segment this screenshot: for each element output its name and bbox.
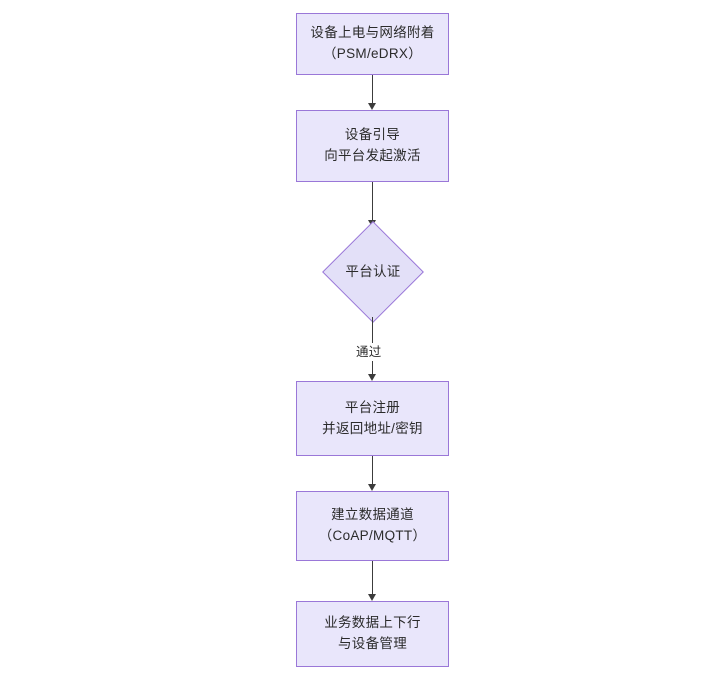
edge-channel-to-business-line: [372, 561, 373, 594]
edge-channel-to-business-arrow: [368, 594, 376, 601]
node-platform-auth-label: 平台认证: [345, 263, 401, 279]
edge-register-to-channel-arrow: [368, 484, 376, 491]
node-power-on[interactable]: 设备上电与网络附着 （PSM/eDRX）: [296, 13, 449, 75]
node-power-on-line2: （PSM/eDRX）: [322, 46, 423, 61]
edge-bootstrap-to-auth-line: [372, 182, 373, 220]
node-platform-register[interactable]: 平台注册 并返回地址/密钥: [296, 381, 449, 456]
node-bootstrap[interactable]: 设备引导 向平台发起激活: [296, 110, 449, 182]
edge-auth-to-register-arrow: [368, 374, 376, 381]
node-business-data-line2: 与设备管理: [338, 636, 407, 651]
node-platform-auth[interactable]: 平台认证: [322, 221, 424, 323]
node-platform-register-line2: 并返回地址/密钥: [322, 420, 423, 436]
edge-power-on-to-bootstrap-line: [372, 75, 373, 103]
node-data-channel-line1: 建立数据通道: [331, 507, 414, 523]
edge-register-to-channel-line: [372, 456, 373, 484]
node-business-data-line1: 业务数据上下行: [324, 615, 421, 631]
node-data-channel[interactable]: 建立数据通道 （CoAP/MQTT）: [296, 491, 449, 561]
node-bootstrap-line1: 设备引导: [344, 127, 401, 143]
node-bootstrap-line2: 向平台发起激活: [324, 148, 421, 163]
node-platform-register-line1: 平台注册: [344, 399, 401, 415]
edge-auth-to-register-label: 通过: [353, 343, 385, 362]
node-power-on-line1: 设备上电与网络附着: [310, 25, 435, 41]
node-data-channel-line2: （CoAP/MQTT）: [318, 528, 427, 543]
edge-power-on-to-bootstrap-arrow: [368, 103, 376, 110]
node-business-data[interactable]: 业务数据上下行 与设备管理: [296, 601, 449, 667]
